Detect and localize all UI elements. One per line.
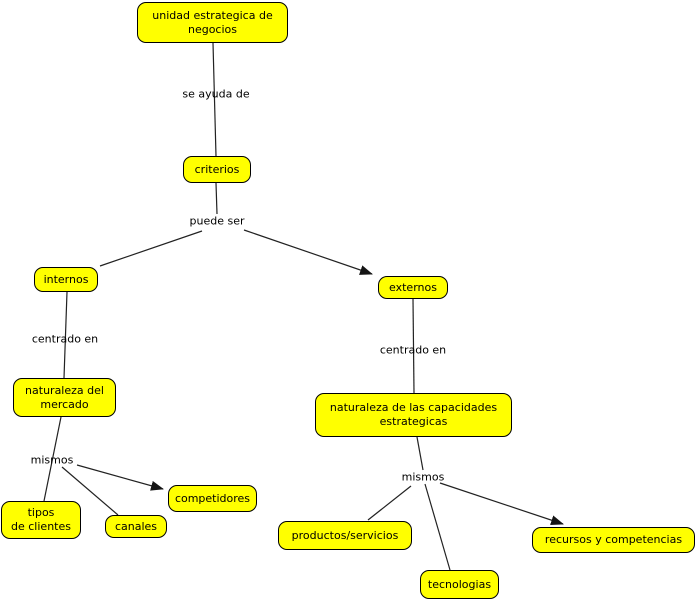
concept-recursos-y-competencias[interactable]: recursos y competencias xyxy=(532,527,695,553)
link-label-centrado-en-right[interactable]: centrado en xyxy=(379,343,447,357)
link-label-mismos-left[interactable]: mismos xyxy=(30,453,74,467)
concept-naturaleza-del-mercado[interactable]: naturaleza del mercado xyxy=(13,378,116,417)
edge-mismos-right--productos-servicios xyxy=(367,485,412,521)
concept-criterios[interactable]: criterios xyxy=(183,156,251,183)
concept-competidores[interactable]: competidores xyxy=(168,485,257,512)
concept-canales[interactable]: canales xyxy=(105,515,167,538)
edge-mismos-left--competidores xyxy=(76,464,164,491)
edge-externos--naturaleza-de-las-capacidades-estrategicas xyxy=(412,298,415,394)
edge-mismos-right--recursos-y-competencias xyxy=(439,482,564,525)
concept-externos[interactable]: externos xyxy=(378,276,448,299)
concept-tecnologias[interactable]: tecnologias xyxy=(420,570,499,599)
edge-naturaleza-del-mercado--tipos-de-clientes xyxy=(43,416,62,502)
edge-mismos-left--canales xyxy=(61,466,119,516)
link-label-mismos-right[interactable]: mismos xyxy=(401,470,445,484)
link-label-se-ayuda-de[interactable]: se ayuda de xyxy=(182,87,250,101)
edge-naturaleza-de-las-capacidades-estrategicas--mismos-right xyxy=(416,436,424,471)
edge-internos--naturaleza-del-mercado xyxy=(63,291,68,379)
edge-puede-ser--externos xyxy=(243,229,373,275)
concept-naturaleza-de-las-capacidades-estrategicas[interactable]: naturaleza de las capacidades estrategic… xyxy=(315,393,512,437)
link-label-puede-ser[interactable]: puede ser xyxy=(189,214,245,228)
concept-unidad-estrategica-de-negocios[interactable]: unidad estrategica de negocios xyxy=(137,2,288,43)
link-label-centrado-en-left[interactable]: centrado en xyxy=(31,332,99,346)
edge-unidad-estrategica-de-negocios--criterios xyxy=(212,42,217,157)
concept-internos[interactable]: internos xyxy=(34,267,98,292)
concept-tipos-de-clientes[interactable]: tipos de clientes xyxy=(1,501,81,539)
concept-productos-servicios[interactable]: productos/servicios xyxy=(278,521,412,550)
edge-puede-ser--internos xyxy=(99,230,203,267)
edge-mismos-right--tecnologias xyxy=(424,483,451,571)
edge-criterios--puede-ser xyxy=(215,182,218,215)
